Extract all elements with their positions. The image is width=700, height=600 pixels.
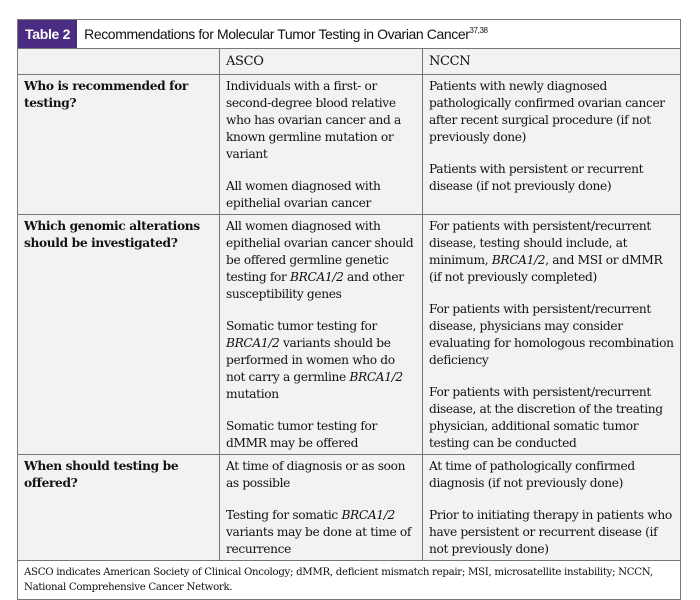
text-segment: mutation <box>226 387 279 401</box>
table-title-text: Recommendations for Molecular Tumor Test… <box>84 26 470 42</box>
asco-recommendation: All women diagnosed with epithelial ovar… <box>226 218 416 303</box>
nccn-recommendation: Prior to initiating therapy in patients … <box>429 507 674 558</box>
table-body: Who is recommended for testing?Individua… <box>18 75 680 561</box>
nccn-recommendation: Patients with persistent or recurrent di… <box>429 161 674 195</box>
text-segment: All women diagnosed with epithelial ovar… <box>226 179 381 210</box>
table-row: Who is recommended for testing?Individua… <box>18 75 680 215</box>
recommendations-table: Table 2 Recommendations for Molecular Tu… <box>17 19 681 600</box>
row-question: When should testing be offered? <box>18 455 220 560</box>
header-asco: ASCO <box>220 49 423 74</box>
table-footnote: ASCO indicates American Society of Clini… <box>18 561 680 599</box>
nccn-recommendation: At time of pathologically confirmed diag… <box>429 458 674 492</box>
asco-recommendation: Somatic tumor testing for dMMR may be of… <box>226 418 416 452</box>
gene-name: BRCA1/2 <box>341 508 395 522</box>
text-segment: Somatic tumor testing for <box>226 319 377 333</box>
row-question: Which genomic alterations should be inve… <box>18 215 220 454</box>
nccn-cell: Patients with newly diagnosed pathologic… <box>423 75 680 214</box>
text-segment: and other susceptibility genes <box>226 270 404 301</box>
asco-cell: All women diagnosed with epithelial ovar… <box>220 215 423 454</box>
asco-recommendation: Somatic tumor testing for BRCA1/2 varian… <box>226 318 416 403</box>
asco-recommendation: All women diagnosed with epithelial ovar… <box>226 178 416 212</box>
text-segment: Prior to initiating therapy in patients … <box>429 508 672 556</box>
text-segment: At time of diagnosis or as soon as possi… <box>226 459 406 490</box>
text-segment: For patients with persistent/recurrent d… <box>429 219 651 267</box>
text-segment: Individuals with a first- or second-degr… <box>226 79 401 161</box>
text-segment: variants should be performed in women wh… <box>226 336 395 384</box>
text-segment: All women diagnosed with epithelial ovar… <box>226 219 414 284</box>
text-segment: At time of pathologically confirmed diag… <box>429 459 635 490</box>
text-segment: Patients with newly diagnosed pathologic… <box>429 79 665 144</box>
nccn-cell: For patients with persistent/recurrent d… <box>423 215 680 454</box>
header-row: ASCO NCCN <box>18 49 680 75</box>
text-segment: variants may be done at time of recurren… <box>226 525 412 556</box>
gene-name: BRCA1/2 <box>349 370 403 384</box>
text-segment: For patients with persistent/recurrent d… <box>429 302 674 367</box>
nccn-recommendation: For patients with persistent/recurrent d… <box>429 301 674 369</box>
gene-name: BRCA1/2 <box>290 270 344 284</box>
text-segment: , and MSI or dMMR (if not previously com… <box>429 253 663 284</box>
asco-cell: Individuals with a first- or second-degr… <box>220 75 423 214</box>
text-segment: For patients with persistent/recurrent d… <box>429 385 663 450</box>
text-segment: Testing for somatic <box>226 508 342 522</box>
table-label: Table 2 <box>18 20 78 48</box>
text-segment: Patients with persistent or recurrent di… <box>429 162 644 193</box>
table-title-bar: Table 2 Recommendations for Molecular Tu… <box>18 20 680 49</box>
text-segment: Somatic tumor testing for dMMR may be of… <box>226 419 377 450</box>
nccn-cell: At time of pathologically confirmed diag… <box>423 455 680 560</box>
title-references: 37,38 <box>469 25 488 35</box>
table-row: When should testing be offered?At time o… <box>18 455 680 561</box>
asco-recommendation: At time of diagnosis or as soon as possi… <box>226 458 416 492</box>
nccn-recommendation: Patients with newly diagnosed pathologic… <box>429 78 674 146</box>
table-title: Recommendations for Molecular Tumor Test… <box>77 20 488 48</box>
header-empty <box>18 49 220 74</box>
nccn-recommendation: For patients with persistent/recurrent d… <box>429 384 674 452</box>
header-nccn: NCCN <box>429 54 471 69</box>
asco-cell: At time of diagnosis or as soon as possi… <box>220 455 423 560</box>
nccn-recommendation: For patients with persistent/recurrent d… <box>429 218 674 286</box>
asco-recommendation: Testing for somatic BRCA1/2 variants may… <box>226 507 416 558</box>
gene-name: BRCA1/2 <box>226 336 280 350</box>
row-question: Who is recommended for testing? <box>18 75 220 214</box>
asco-recommendation: Individuals with a first- or second-degr… <box>226 78 416 163</box>
gene-name: BRCA1/2 <box>491 253 546 267</box>
table-row: Which genomic alterations should be inve… <box>18 215 680 455</box>
